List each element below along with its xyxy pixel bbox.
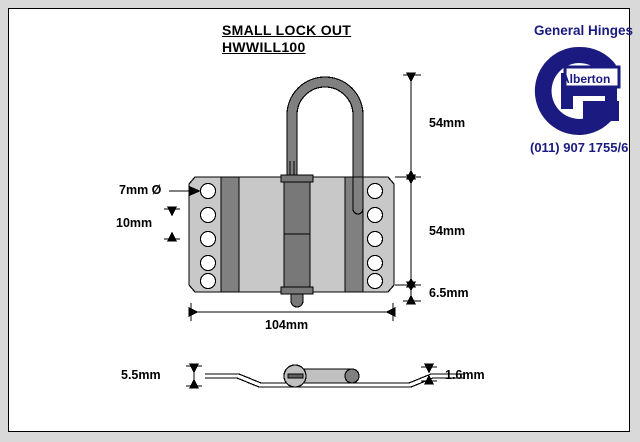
page-title-line1: SMALL LOCK OUT — [222, 22, 352, 38]
dim-shackle-height: 54mm — [429, 116, 466, 130]
company-phone: (011) 907 1755/6 — [530, 140, 629, 155]
dim-profile-offset: 5.5mm — [121, 368, 161, 382]
page-title-line2: HWWILL100 — [222, 39, 306, 55]
dim-hole-diameter: 7mm Ø — [119, 183, 162, 197]
logo-badge-label: Alberton — [561, 72, 611, 86]
dim-plate-thickness: 1.6mm — [445, 368, 485, 382]
company-name: General Hinges — [534, 23, 634, 38]
drawing-frame: SMALL LOCK OUT HWWILL100 General Hinges … — [8, 8, 634, 433]
lock-side-profile-view — [186, 363, 465, 389]
dim-overall-width: 104mm — [265, 318, 309, 332]
dim-hole-pitch: 10mm — [116, 216, 153, 230]
dim-body-height: 54mm — [429, 224, 466, 238]
general-hinges-g-logo-icon — [531, 43, 627, 139]
dim-bottom-height: 6.5mm — [429, 286, 469, 300]
lock-front-view — [9, 9, 631, 433]
